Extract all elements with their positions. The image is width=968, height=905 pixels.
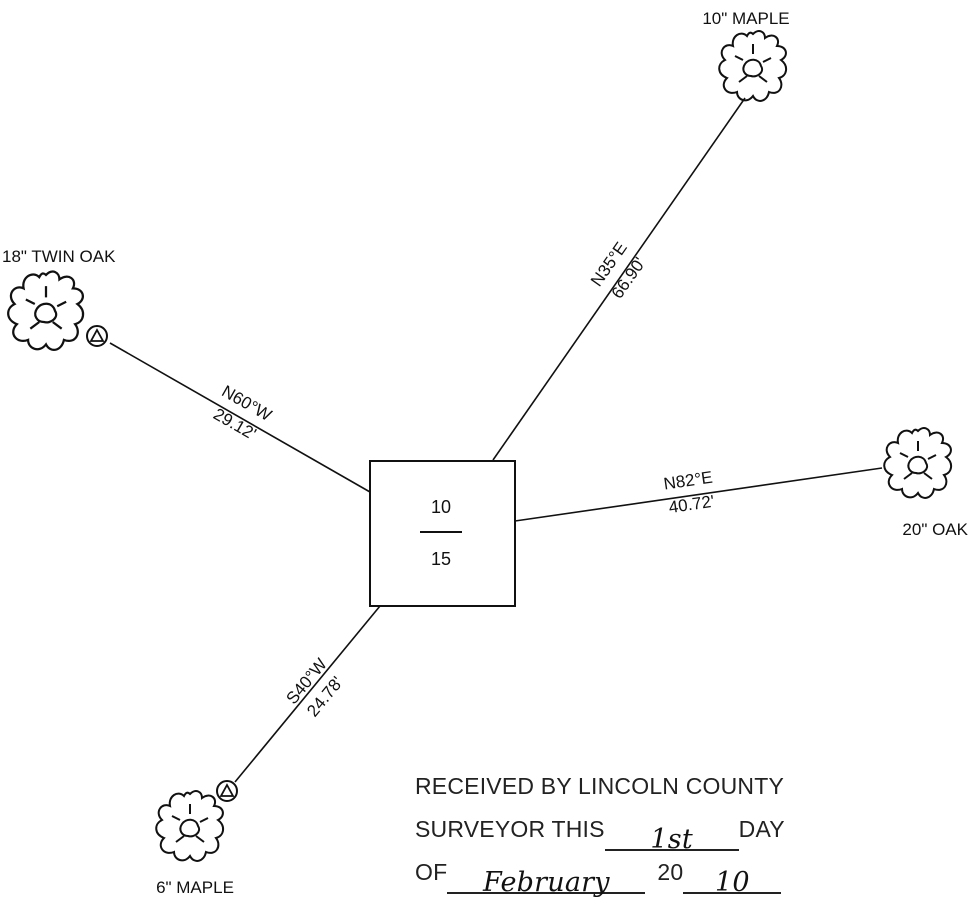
line-w — [109, 342, 371, 493]
year-handwritten: 10 — [714, 867, 750, 898]
stamp-line-3: OF February 20 10 — [415, 851, 945, 898]
center-top-number: 10 — [431, 497, 451, 517]
stamp-of-text: OF — [415, 859, 448, 885]
tree-label-sw: 6" MAPLE — [156, 878, 234, 897]
month-field: February — [447, 862, 646, 898]
tree-icon-w — [7, 270, 85, 352]
tree-icon-sw — [155, 790, 225, 862]
stamp-line-1-text: RECEIVED BY LINCOLN COUNTY — [415, 773, 785, 799]
line-sw — [234, 605, 381, 783]
tree-label-ne: 10" MAPLE — [702, 9, 789, 28]
stamp-surveyor-text: SURVEYOR THIS — [415, 816, 605, 842]
line-e — [514, 467, 883, 522]
tree-label-w: 18" TWIN OAK — [2, 247, 116, 266]
year-field: 10 — [683, 862, 782, 898]
center-bottom-number: 15 — [431, 549, 451, 569]
bearing-e: N82°E — [662, 468, 714, 494]
stamp-year-prefix: 20 — [657, 859, 684, 885]
line-ne — [492, 97, 746, 461]
distance-e: 40.72' — [667, 492, 715, 517]
control-point-icon-w — [86, 325, 108, 347]
control-point-icon-sw — [216, 780, 238, 802]
day-field: 1st — [604, 819, 739, 855]
tree-icon-ne — [718, 30, 788, 102]
center-box — [369, 460, 516, 607]
month-handwritten: February — [483, 867, 610, 898]
received-stamp: RECEIVED BY LINCOLN COUNTY SURVEYOR THIS… — [415, 765, 945, 898]
day-handwritten: 1st — [650, 824, 693, 855]
tree-label-e: 20" OAK — [902, 520, 968, 539]
stamp-line-1: RECEIVED BY LINCOLN COUNTY — [415, 765, 945, 808]
stamp-day-text: DAY — [738, 816, 785, 842]
stamp-line-2: SURVEYOR THIS 1st DAY — [415, 808, 945, 855]
tree-icon-e — [883, 427, 953, 499]
